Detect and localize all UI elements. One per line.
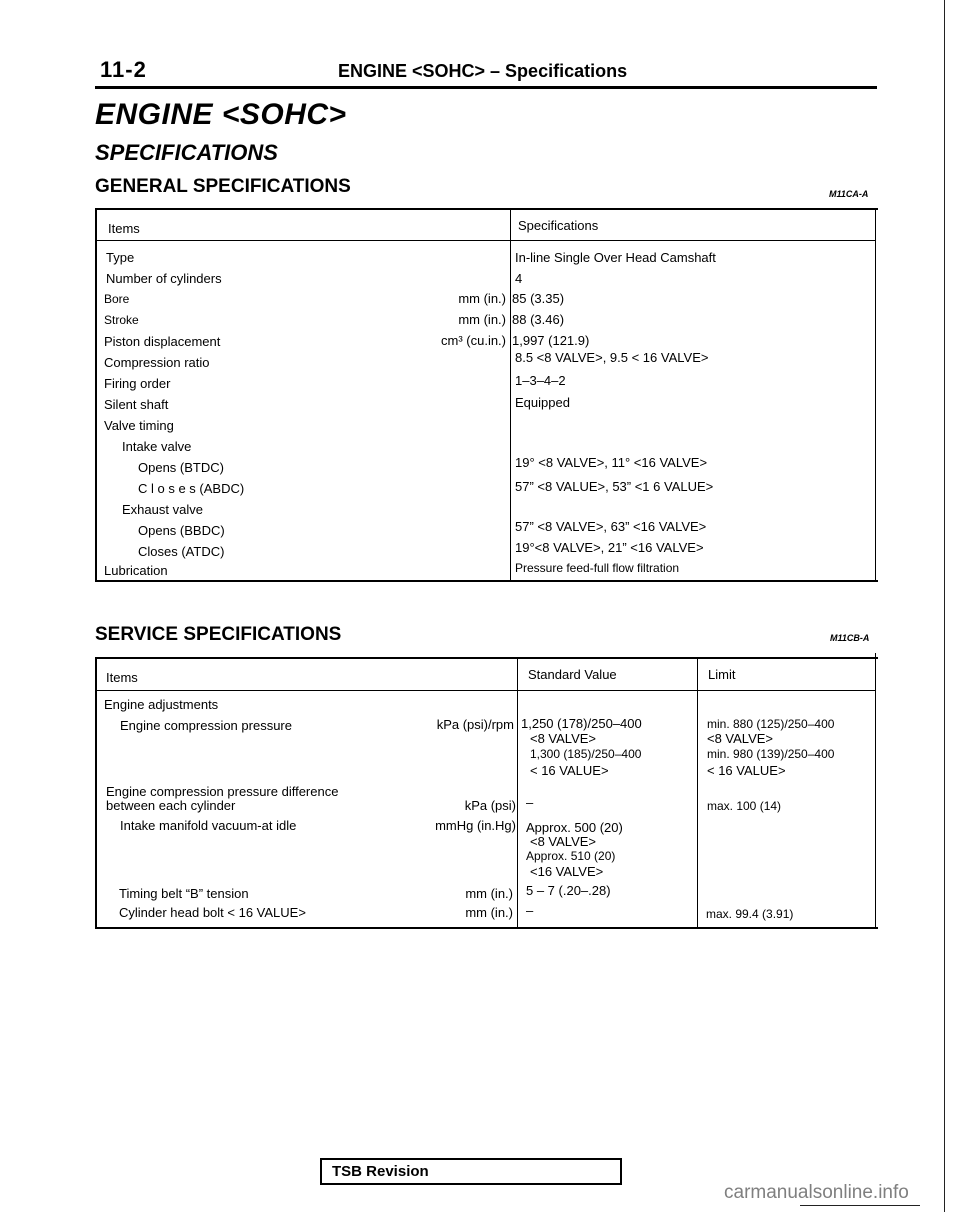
table-row-item: Intake valve: [122, 439, 192, 454]
table-row-item: Timing belt “B” tension: [119, 886, 249, 901]
table-row-item: Stroke: [104, 313, 139, 327]
table-row-value: 1–3–4–2: [515, 373, 566, 388]
column-header-items: Items: [108, 221, 140, 236]
table-row-unit: kPa (psi)/rpm: [436, 717, 514, 732]
table-row-unit: kPa (psi): [464, 798, 516, 813]
table-row-unit: mm (in.): [465, 905, 513, 920]
table-row-item: Compression ratio: [104, 355, 210, 370]
standard-value: –: [526, 795, 534, 810]
tsb-revision-box: [320, 1158, 622, 1185]
standard-value: <8 VALVE>: [530, 834, 597, 849]
table-row-item: Bore: [104, 292, 130, 306]
table-border-right: [875, 653, 876, 927]
table-row-item: Cylinder head bolt < 16 VALUE>: [119, 905, 306, 920]
main-title: ENGINE <SOHC>: [95, 98, 347, 131]
table-row-item: C l o s e s (ABDC): [138, 481, 245, 496]
column-divider: [510, 210, 511, 580]
column-header-limit: Limit: [708, 667, 736, 682]
page-number: 11-2: [100, 57, 147, 82]
table-row-value: In-line Single Over Head Camshaft: [515, 250, 716, 265]
table-row-value: 57” <8 VALUE>, 53” <1 6 VALUE>: [515, 479, 714, 494]
table-row-value: 57” <8 VALVE>, 63” <16 VALVE>: [515, 519, 707, 534]
standard-value: –: [526, 903, 534, 918]
table-row-value: Equipped: [515, 395, 570, 410]
table-row-value: Pressure feed-full flow filtration: [515, 561, 680, 575]
table-row-item: Closes (ATDC): [138, 544, 225, 559]
service-spec-table: [95, 657, 878, 929]
watermark: carmanualsonline.info: [724, 1182, 909, 1203]
table-row-item: Intake manifold vacuum-at idle: [120, 818, 297, 833]
header-row-divider: [97, 690, 876, 691]
table-row-item: Engine adjustments: [104, 697, 219, 712]
sub-title: SPECIFICATIONS: [95, 140, 278, 165]
limit-value: < 16 VALUE>: [707, 763, 786, 778]
table-row-item: Exhaust valve: [122, 502, 203, 517]
limit-value: max. 99.4 (3.91): [706, 907, 794, 921]
margin-line: [944, 0, 945, 1212]
table-row-item: Valve timing: [104, 418, 174, 433]
table-row-unit: mm (in.): [458, 312, 506, 327]
table-row-item: Silent shaft: [104, 397, 169, 412]
table-row-value: 19° <8 VALVE>, 11° <16 VALVE>: [515, 455, 708, 470]
general-spec-table: [95, 208, 878, 582]
table-row-item: Firing order: [104, 376, 171, 391]
table-row-unit: mmHg (in.Hg): [435, 818, 516, 833]
table-row-value: 8.5 <8 VALVE>, 9.5 < 16 VALVE>: [515, 350, 709, 365]
watermark-underline: [800, 1205, 920, 1206]
table-row-item: Opens (BBDC): [138, 523, 225, 538]
tsb-revision-label: TSB Revision: [332, 1163, 429, 1180]
standard-value: < 16 VALUE>: [530, 763, 609, 778]
standard-value: Approx. 500 (20): [526, 820, 623, 835]
table-row-unit: mm (in.): [458, 291, 506, 306]
standard-value: 5 – 7 (.20–.28): [526, 883, 611, 898]
column-divider: [517, 659, 518, 927]
service-spec-heading: SERVICE SPECIFICATIONS: [95, 624, 342, 645]
table-row-value: 4: [515, 271, 523, 286]
table-row-item: Engine compression pressure difference: [106, 784, 339, 799]
limit-value: <8 VALVE>: [707, 731, 774, 746]
table-row-item: between each cylinder: [106, 798, 236, 813]
column-header-standard-value: Standard Value: [528, 667, 617, 682]
table-row-item: Number of cylinders: [106, 271, 222, 286]
table-row-unit: cm³ (cu.in.): [441, 333, 506, 348]
column-header-specifications: Specifications: [518, 218, 599, 233]
header-rule: [95, 86, 877, 89]
limit-value: min. 980 (139)/250–400: [707, 747, 835, 761]
standard-value: <16 VALVE>: [530, 864, 604, 879]
limit-value: max. 100 (14): [707, 799, 782, 813]
table-row-value: 88 (3.46): [512, 312, 565, 327]
standard-value: Approx. 510 (20): [526, 849, 616, 863]
table-border-right: [875, 208, 876, 582]
table-row-item: Opens (BTDC): [138, 460, 224, 475]
standard-value: 1,250 (178)/250–400: [521, 716, 642, 731]
table-row-item: Engine compression pressure: [120, 718, 292, 733]
table-row-value: 19°<8 VALVE>, 21” <16 VALVE>: [515, 540, 704, 555]
table-row-item: Piston displacement: [104, 334, 221, 349]
limit-value: min. 880 (125)/250–400: [707, 717, 835, 731]
table-row-value: 85 (3.35): [512, 291, 565, 306]
service-spec-code: M11CB-A: [830, 633, 870, 643]
page-header-title: ENGINE <SOHC> – Specifications: [338, 61, 628, 81]
table-row-unit: mm (in.): [465, 886, 513, 901]
table-row-item: Lubrication: [104, 563, 168, 578]
general-spec-code: M11CA-A: [829, 189, 869, 199]
standard-value: <8 VALVE>: [530, 731, 597, 746]
table-row-item: Type: [106, 250, 135, 265]
header-row-divider: [97, 240, 876, 241]
standard-value: 1,300 (185)/250–400: [530, 747, 642, 761]
column-divider: [697, 659, 698, 927]
column-header-items: Items: [106, 670, 138, 685]
general-spec-heading: GENERAL SPECIFICATIONS: [95, 176, 351, 197]
table-row-value: 1,997 (121.9): [512, 333, 590, 348]
